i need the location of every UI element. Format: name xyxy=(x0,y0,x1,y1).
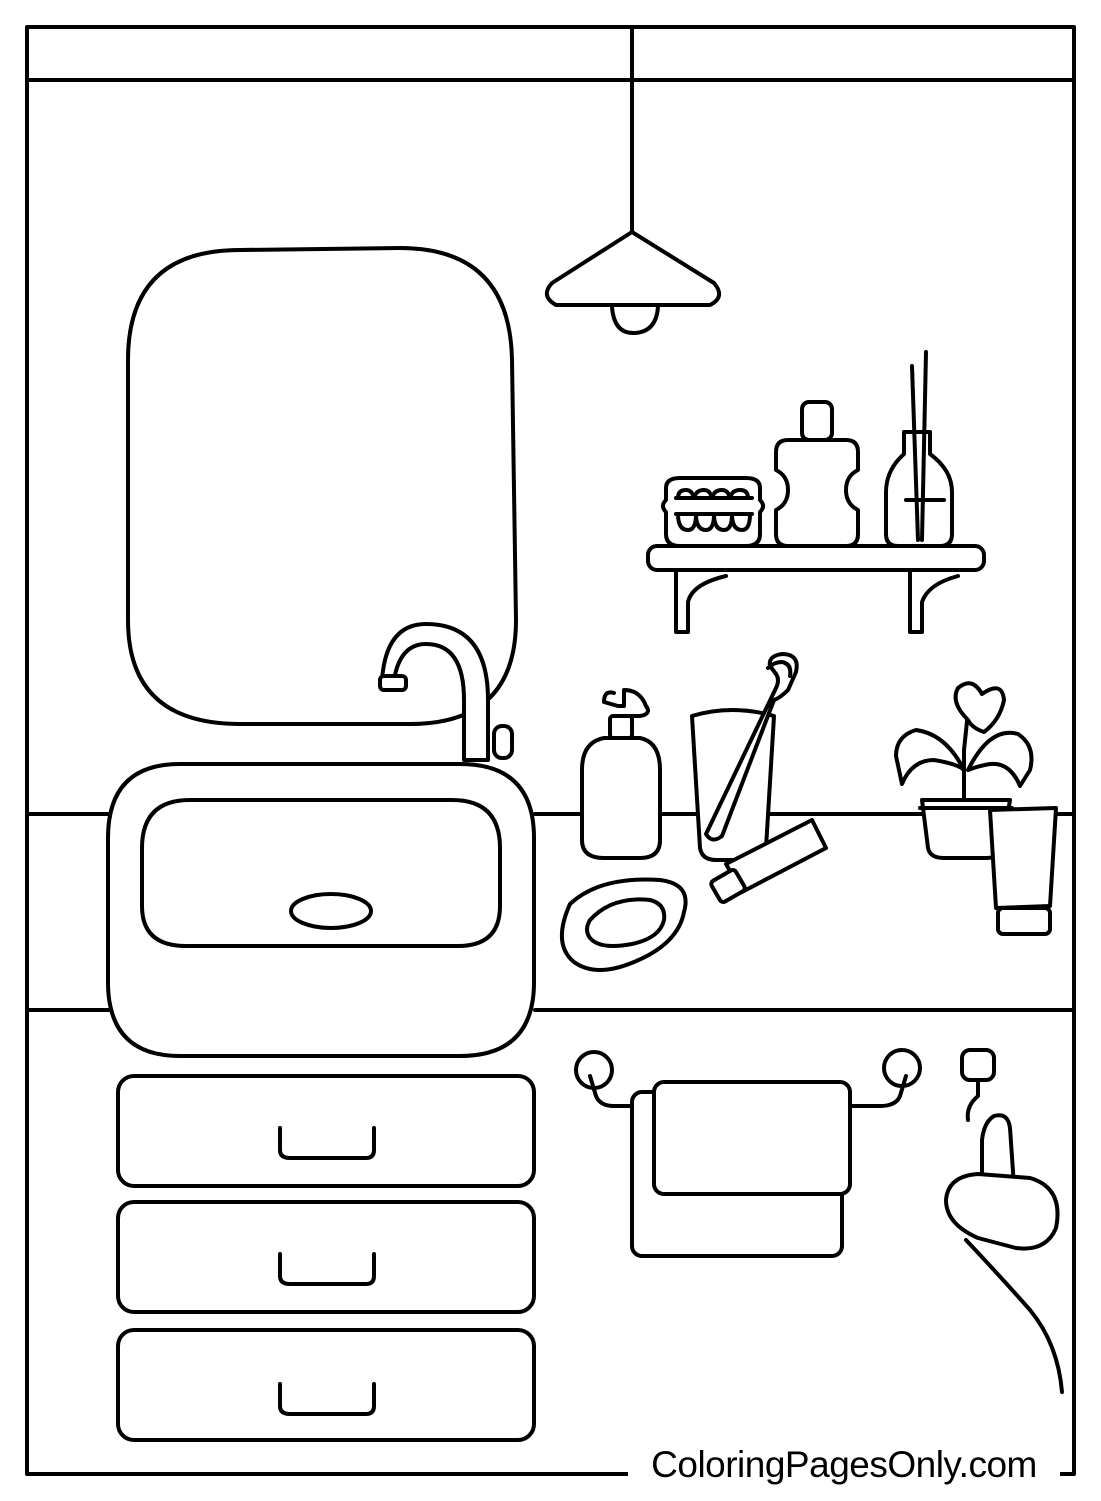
soap-dispenser xyxy=(580,688,662,860)
soap-dish xyxy=(559,877,688,972)
faucet xyxy=(378,622,514,762)
potted-plant xyxy=(894,681,1034,860)
sink xyxy=(106,762,536,1058)
hair-dryer xyxy=(944,1048,1064,1394)
page-frame xyxy=(25,25,1076,1476)
toothbrush-cup xyxy=(690,652,799,862)
wall-mirror xyxy=(126,246,518,726)
dentures xyxy=(661,476,765,548)
towel-rail xyxy=(574,1048,922,1258)
site-watermark: ColoringPagesOnly.com xyxy=(628,1442,1060,1488)
pendant-lamp xyxy=(544,25,722,335)
toothpaste-tube xyxy=(709,818,828,904)
cream-tube xyxy=(988,806,1058,936)
reed-diffuser xyxy=(884,350,954,548)
drawers xyxy=(116,1074,536,1442)
wall-shelf xyxy=(646,544,986,634)
mouthwash-bottle xyxy=(774,400,860,548)
